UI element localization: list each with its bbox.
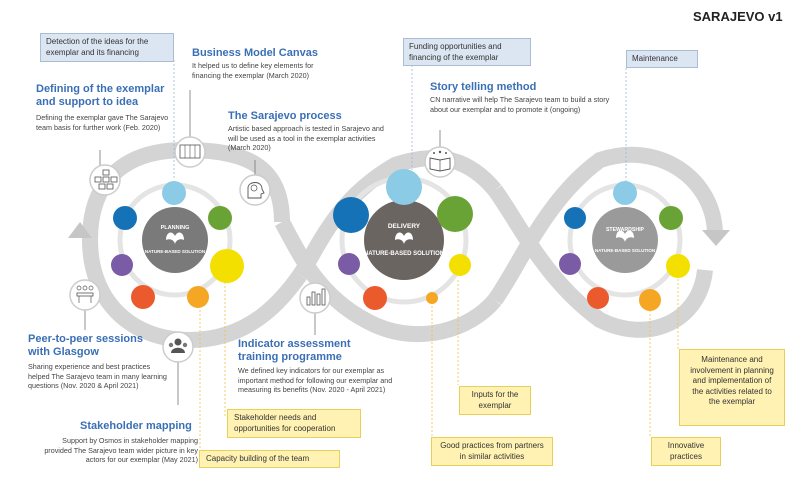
leaf-icon [166,232,184,244]
stakeholder-mapping-heading: Stakeholder mapping [80,420,192,432]
defining-text: Defining the exemplar gave The Sarajevo … [36,113,169,132]
stakeholder-mapping-text: Support by Osmos in stakeholder mapping … [44,436,198,464]
stewardship-hub-group: STEWARDSHIP NATURE-BASED SOLUTION [559,181,690,311]
delivery-node-lightblue [386,169,422,205]
loop-band [81,141,723,349]
calendar-board-icon [174,136,206,168]
delivery-node-purple [338,253,360,275]
planning-hub-subtitle: NATURE-BASED SOLUTION [145,249,205,254]
meeting-icon [69,279,101,311]
defining-heading: Defining of the exemplar and support to … [36,83,165,108]
loop-arrow-right [702,230,730,246]
indicator-heading: Indicator assessment training programme [238,338,351,363]
yellow-box-maintenance-involvement: Maintenance and involvement in planning … [679,349,785,426]
delivery-node-red [363,286,387,310]
delivery-node-orange [426,292,438,304]
delivery-node-blue [333,197,369,233]
planning-node-red [131,285,155,309]
storytelling-text: CN narrative will help The Sarajevo team… [430,95,610,114]
indicator-text: We defined key indicators for our exempl… [238,366,393,394]
connectors-blue [173,60,627,185]
people-group-icon [162,331,194,363]
stewardship-node-lightblue [613,181,637,205]
page-title: SARAJEVO v1 [693,9,783,24]
planning-node-lightblue [162,181,186,205]
stewardship-node-blue [564,207,586,229]
delivery-hub-subtitle: NATURE-BASED SOLUTION [364,251,444,257]
open-book-icon [424,146,456,178]
yellow-box-capacity: Capacity building of the team [199,450,340,468]
bar-chart-icon [299,282,331,314]
bmc-heading: Business Model Canvas [192,47,318,59]
stewardship-node-green [659,206,683,230]
checkbox-grid-icon [89,164,121,196]
stewardship-node-purple [559,253,581,275]
yellow-box-stakeholder-needs: Stakeholder needs and opportunities for … [227,409,361,438]
stewardship-hub-subtitle: NATURE-BASED SOLUTION [595,248,655,253]
peer-text: Sharing experience and best practices he… [28,362,167,390]
stewardship-hub-title: STEWARDSHIP [606,227,645,233]
loop-arrow-left [68,222,92,238]
planning-hub-title: PLANNING [161,225,190,231]
leaf-icon [616,230,634,242]
bmc-text: It helped us to define key elements for … [192,61,314,80]
brain-head-icon [239,174,271,206]
connectors-yellow [199,270,679,452]
planning-node-green [208,206,232,230]
peer-heading: Peer-to-peer sessions with Glasgow [28,333,143,358]
stewardship-node-yellow [666,254,690,278]
yellow-box-inputs: Inputs for the exemplar [459,386,531,415]
planning-node-yellow [210,249,244,283]
delivery-hub-group: DELIVERY NATURE-BASED SOLUTION [333,169,473,310]
planning-node-orange [187,286,209,308]
sarajevo-process-text: Artistic based approach is tested in Sar… [228,124,384,152]
planning-node-blue [113,206,137,230]
storytelling-heading: Story telling method [430,81,537,93]
stewardship-node-red [587,287,609,309]
yellow-box-good-practices: Good practices from partners in similar … [431,437,553,466]
delivery-hub-title: DELIVERY [388,223,421,230]
leaf-icon [395,232,413,244]
sarajevo-process-heading: The Sarajevo process [228,110,342,122]
planning-node-purple [111,254,133,276]
blue-box-funding: Funding opportunities and financing of t… [403,38,531,66]
delivery-node-green [437,196,473,232]
stewardship-node-orange [639,289,661,311]
yellow-box-innovative: Innovative practices [651,437,721,466]
delivery-node-yellow [449,254,471,276]
planning-hub-group: PLANNING NATURE-BASED SOLUTION [111,181,244,309]
blue-box-detection: Detection of the ideas for the exemplar … [40,33,174,62]
blue-box-maintenance: Maintenance [626,50,698,68]
